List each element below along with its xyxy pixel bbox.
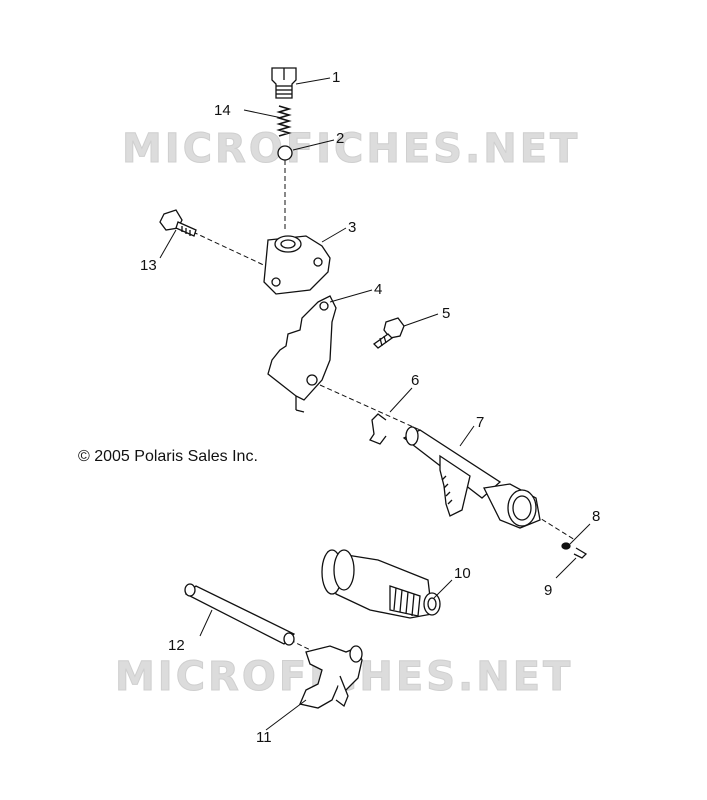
callout-2: 2 [336,130,344,147]
part-6-e-clip [369,413,387,445]
part-12-fork-rod [184,583,296,646]
callout-6: 6 [411,372,419,389]
part-2-ball [277,145,293,161]
part-11-shift-fork [299,645,363,709]
part-3-detent-bracket [263,235,331,295]
part-7-shift-shaft [402,426,541,529]
callout-10: 10 [454,565,471,582]
callout-3: 3 [348,219,356,236]
callout-5: 5 [442,305,450,322]
callout-7: 7 [476,414,484,431]
callout-13: 13 [140,257,157,274]
leader-lines [159,77,591,731]
callout-8: 8 [592,508,600,525]
callout-12: 12 [168,637,185,654]
callout-14: 14 [214,102,231,119]
part-13-screw [159,209,197,237]
part-5-bolt [372,317,405,349]
part-9-clip [573,547,588,559]
callout-9: 9 [544,582,552,599]
callout-4: 4 [374,281,382,298]
part-10-shift-drum [321,549,441,619]
watermark-top: MICROFICHES.NET [121,126,581,173]
part-1-plug-bolt [271,67,297,99]
callout-labels: 1 14 2 3 13 4 5 6 7 8 9 10 12 11 [140,69,600,746]
part-4-shift-lever [267,295,337,413]
copyright-notice: © 2005 Polaris Sales Inc. [78,448,258,465]
part-8-pin [561,542,571,550]
callout-11: 11 [256,729,272,746]
part-14-spring [276,105,292,137]
callout-1: 1 [332,69,340,86]
